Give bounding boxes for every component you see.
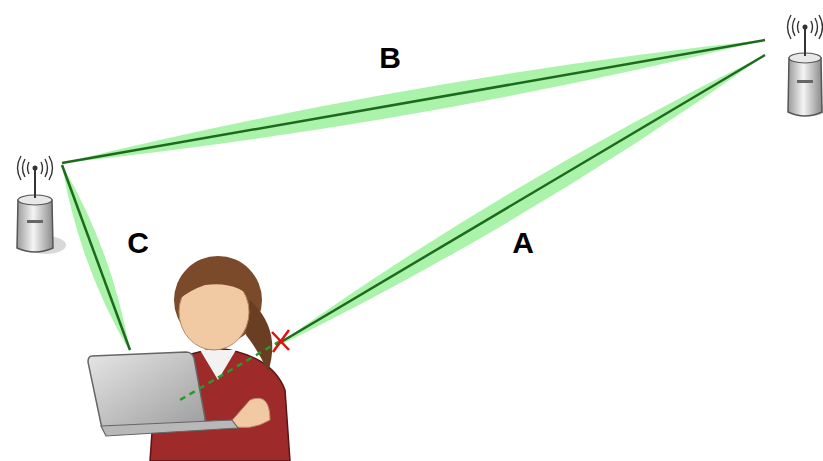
- laptop: [88, 352, 238, 436]
- access-point: [788, 15, 823, 116]
- signal-beam: [62, 40, 765, 163]
- beam-label: C: [127, 228, 149, 258]
- beam-label: B: [379, 43, 401, 73]
- beam-label: A: [512, 228, 534, 258]
- signal-beam: [62, 165, 130, 352]
- access-point: [17, 156, 66, 254]
- block-mark: [272, 330, 289, 352]
- blocked-path: [180, 341, 280, 400]
- signal-beam: [270, 55, 765, 350]
